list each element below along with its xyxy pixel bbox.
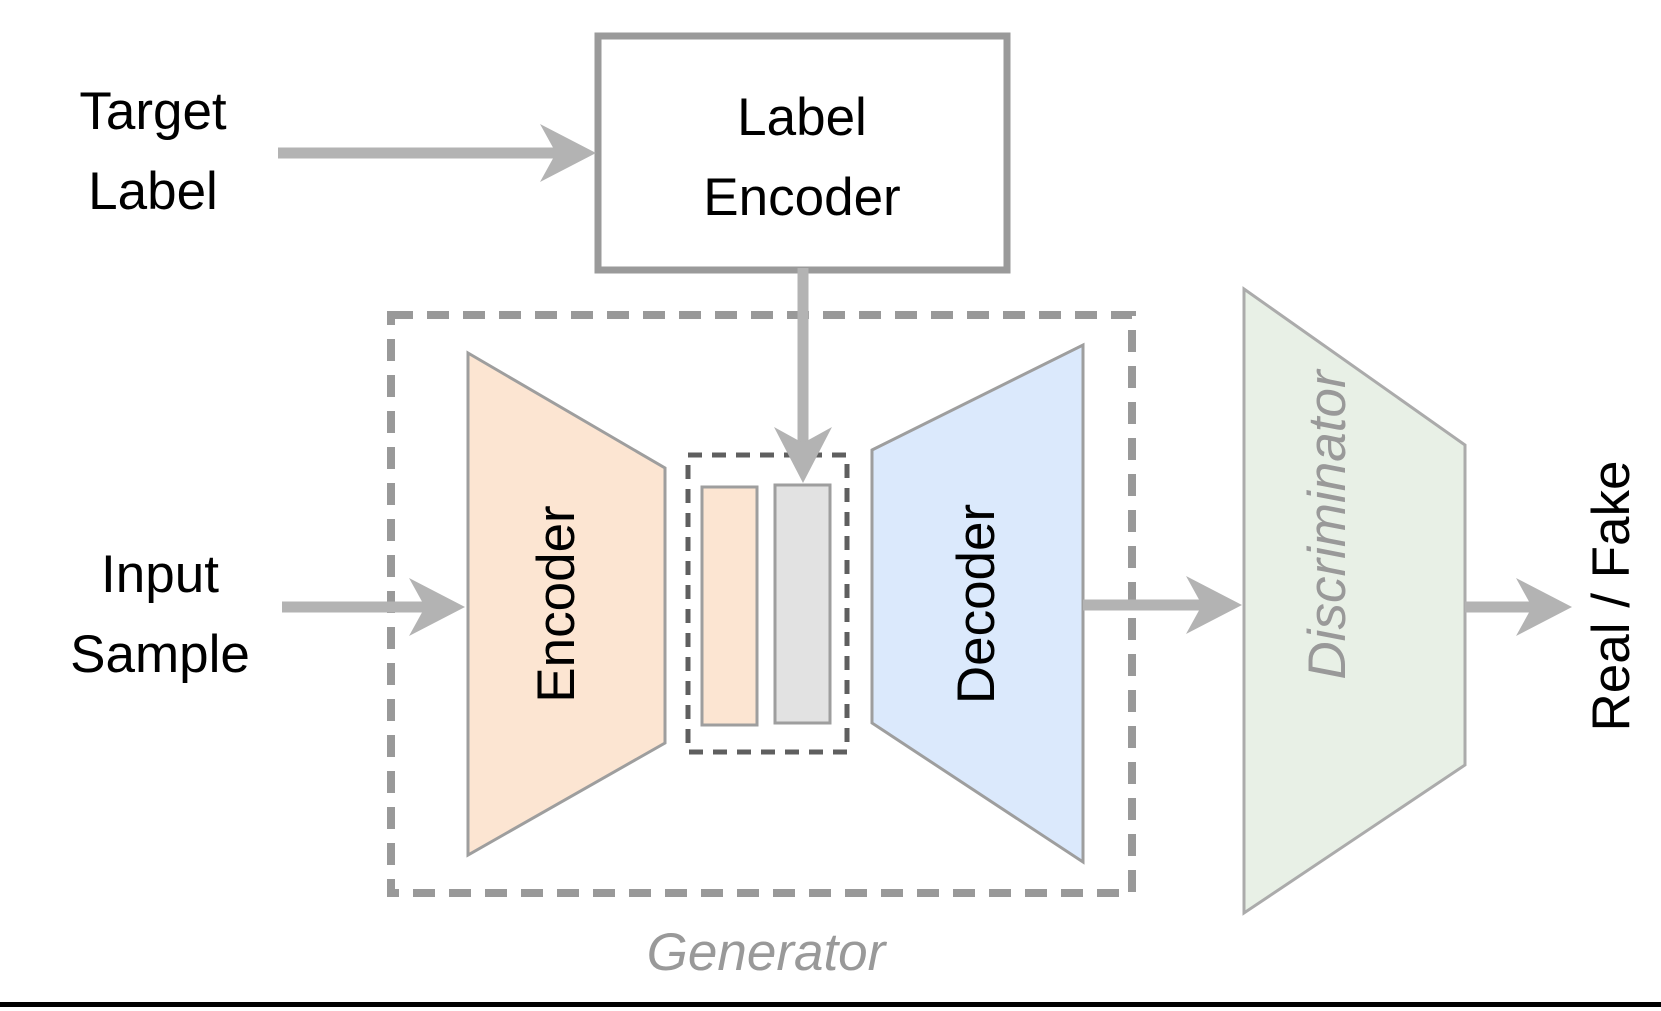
latent-code-bar	[773, 483, 832, 725]
input-sample-line1: Input	[101, 545, 219, 604]
target-label-line2: Label	[88, 162, 218, 221]
decoder-discriminator-arrow	[1083, 576, 1242, 634]
label-encoder-line1: Label	[737, 88, 867, 147]
latent-dashed-box	[685, 452, 850, 755]
latent-label-bar	[700, 485, 759, 727]
real-fake-output-label: Real / Fake	[1582, 460, 1641, 732]
discriminator-label: Discriminator	[1298, 370, 1357, 680]
target-label-text: Target Label	[79, 72, 226, 232]
discriminator-output-arrow	[1465, 578, 1572, 636]
target-label-arrow	[278, 124, 596, 182]
label-encoder-text: Label Encoder	[703, 78, 900, 238]
decoder-shape	[870, 342, 1085, 865]
encoder-shape	[466, 350, 667, 858]
input-sample-arrow	[282, 578, 465, 636]
input-sample-line2: Sample	[70, 625, 250, 684]
target-label-line1: Target	[79, 82, 227, 141]
label-encoder-line2: Encoder	[703, 168, 901, 227]
arrow-head-right-icon	[1516, 578, 1572, 636]
arrow-head-right-icon	[1186, 576, 1242, 634]
discriminator-shape	[1242, 286, 1467, 916]
generator-caption: Generator	[646, 923, 886, 982]
label-encoder-down-arrow	[774, 268, 832, 483]
bottom-rule	[0, 1002, 1661, 1007]
arrow-head-right-icon	[409, 578, 465, 636]
arrow-head-down-icon	[774, 427, 832, 483]
arrow-head-right-icon	[540, 124, 596, 182]
encoder-label: Encoder	[527, 505, 586, 703]
input-sample-text: Input Sample	[70, 535, 250, 695]
decoder-label: Decoder	[947, 503, 1006, 705]
